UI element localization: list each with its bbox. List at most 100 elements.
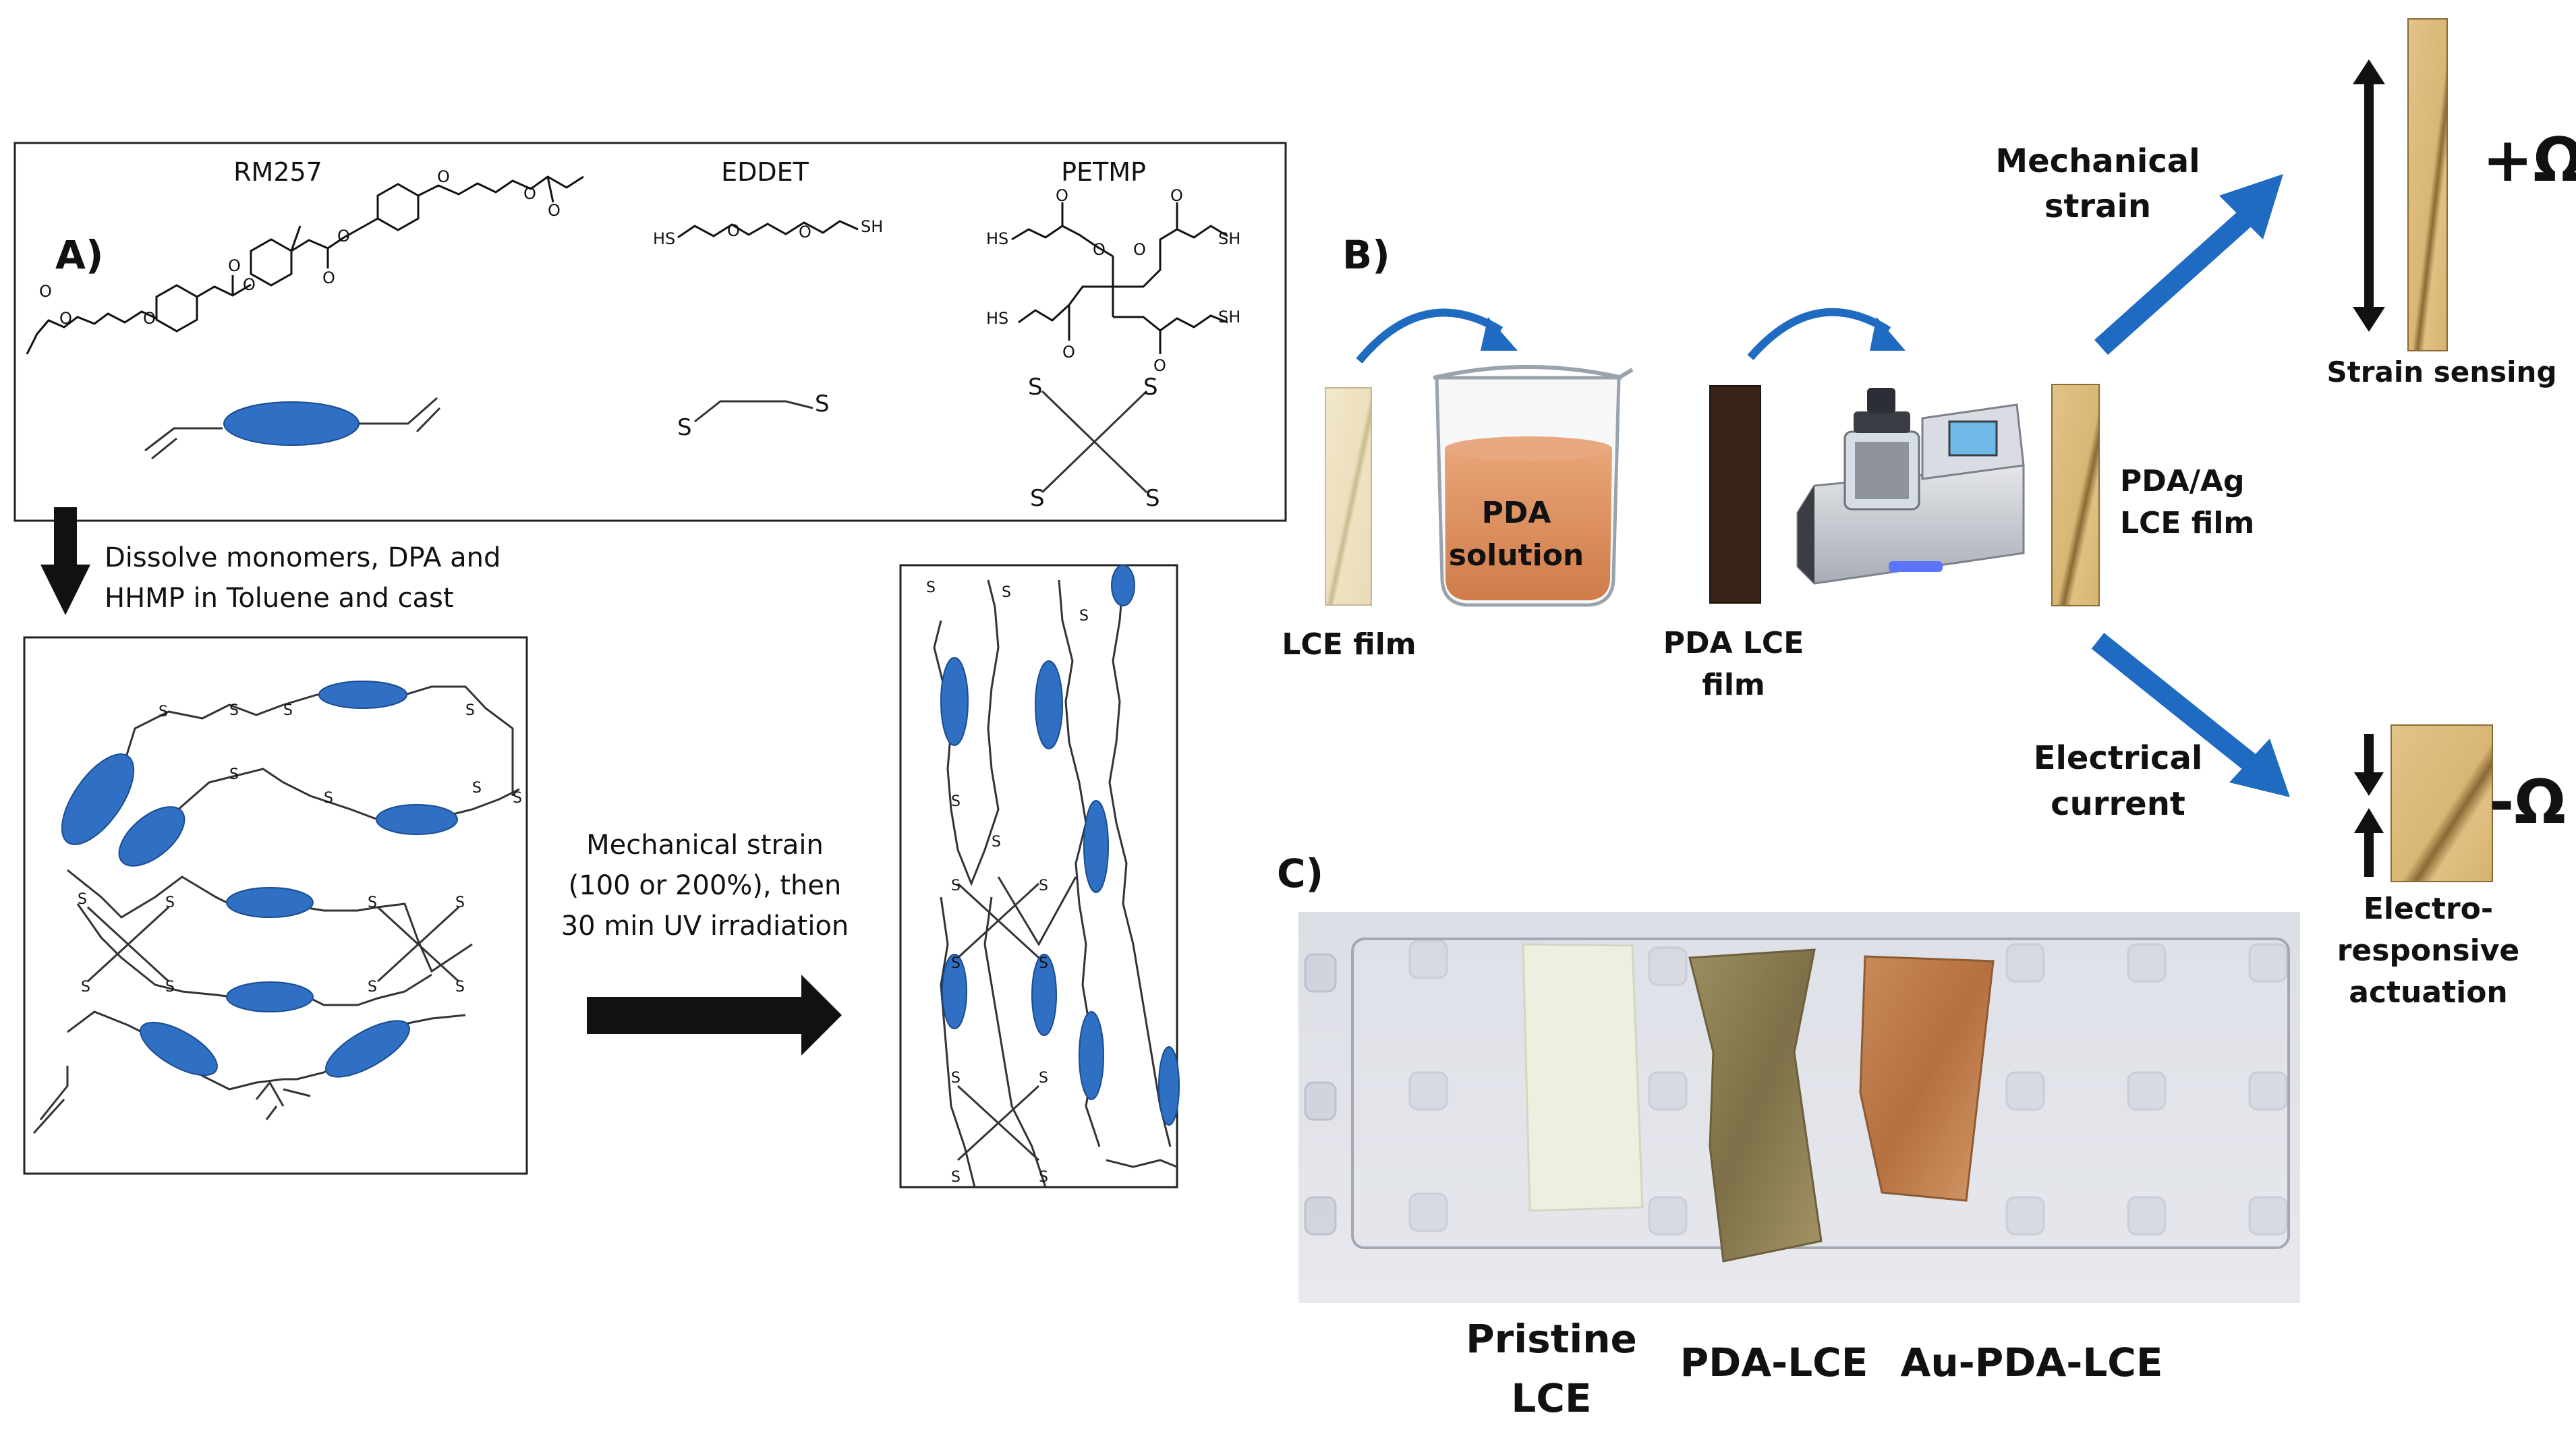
petmp-structure	[1011, 202, 1228, 354]
panel-b-label: B)	[1342, 232, 1390, 278]
rm257-structure	[26, 175, 584, 355]
svg-text:S: S	[455, 894, 465, 911]
svg-text:S: S	[455, 979, 465, 996]
svg-text:O: O	[1170, 186, 1183, 205]
svg-text:S: S	[283, 702, 293, 719]
pda-lce-sample	[1688, 948, 1823, 1263]
unstrained-network-box	[23, 636, 528, 1175]
svg-text:O: O	[799, 223, 811, 241]
monomer-name-petmp: PETMP	[1061, 157, 1146, 187]
beaker-icon	[1433, 365, 1634, 607]
elec-current-line2: current	[2051, 785, 2185, 823]
svg-text:O: O	[228, 256, 241, 275]
svg-text:S: S	[78, 891, 87, 908]
panel-a: A) RM257 EDDET PETMP O O O O O O O	[13, 142, 1287, 1188]
svg-text:HS: HS	[986, 229, 1008, 248]
svg-text:S: S	[165, 894, 175, 911]
down-arrow	[40, 507, 90, 615]
petmp-cartoon: S S S S	[1028, 374, 1160, 512]
eddet-atoms: HS O O SH	[653, 217, 883, 248]
svg-text:S: S	[229, 766, 239, 783]
svg-text:O: O	[1056, 186, 1068, 205]
unstrained-mesogens	[61, 681, 458, 1078]
lce-film	[1325, 387, 1372, 606]
minus-ohm: -Ω	[2489, 767, 2566, 838]
svg-text:S: S	[951, 955, 961, 972]
svg-text:S: S	[368, 894, 377, 911]
right-arrow	[587, 975, 842, 1056]
strained-network-box	[899, 564, 1178, 1188]
svg-text:S: S	[992, 834, 1001, 851]
sample-label-pda-lce: PDA-LCE	[1680, 1340, 1868, 1385]
svg-text:S: S	[229, 702, 239, 719]
svg-text:S: S	[324, 790, 333, 807]
eddet-structure	[677, 220, 859, 239]
elec-current-line1: Electrical	[2034, 739, 2203, 777]
step2-text-line3: 30 min UV irradiation	[561, 911, 849, 942]
step1-text-line1: Dissolve monomers, DPA and	[105, 542, 500, 573]
svg-text:O: O	[1093, 240, 1106, 259]
curved-arrow-1	[1356, 308, 1504, 364]
svg-text:S: S	[81, 979, 90, 996]
svg-text:HS: HS	[653, 229, 675, 248]
double-arrow-vertical	[2353, 59, 2385, 332]
petmp-atoms: HS SH HS SH O O O O O O	[986, 186, 1240, 375]
svg-text:O: O	[727, 221, 740, 240]
svg-text:S: S	[1030, 485, 1045, 512]
plus-ohm: +Ω	[2482, 125, 2576, 196]
pda-solution-line1: PDA	[1482, 496, 1551, 530]
pda-solution-line2: solution	[1449, 538, 1584, 573]
svg-text:S: S	[951, 793, 961, 810]
svg-text:S: S	[1039, 955, 1048, 972]
sample-label-pristine-line1: Pristine	[1466, 1316, 1637, 1362]
svg-text:SH: SH	[861, 217, 883, 236]
svg-text:O: O	[337, 227, 350, 246]
svg-text:O: O	[1062, 343, 1075, 362]
svg-text:S: S	[465, 702, 475, 719]
pristine-lce-sample	[1522, 943, 1644, 1212]
strain-sensing-label: Strain sensing	[2326, 355, 2556, 389]
svg-text:S: S	[1143, 374, 1158, 401]
contracted-film	[2391, 724, 2493, 882]
svg-text:O: O	[548, 201, 561, 220]
pda-ag-lce-film	[2051, 384, 2100, 606]
pda-ag-line1: PDA/Ag	[2120, 464, 2244, 498]
pda-lce-film-line2: film	[1702, 668, 1765, 702]
mech-strain-line2: strain	[2044, 188, 2151, 225]
monomer-name-eddet: EDDET	[721, 157, 809, 187]
electro-line1: Electro-	[2364, 892, 2493, 926]
svg-text:O: O	[523, 184, 536, 203]
svg-text:HS: HS	[986, 309, 1008, 328]
svg-text:S: S	[165, 979, 175, 996]
svg-text:S: S	[1002, 584, 1011, 601]
lce-film-label: LCE film	[1282, 627, 1416, 662]
monomer-box	[13, 142, 1287, 522]
sample-photo	[1298, 912, 2300, 1303]
svg-text:S: S	[677, 414, 692, 441]
svg-text:S: S	[926, 579, 936, 596]
curved-arrow-2	[1747, 308, 1891, 360]
svg-text:S: S	[513, 790, 522, 807]
pda-lce-film-line1: PDA LCE	[1663, 626, 1804, 660]
eddet-cartoon: S S	[677, 391, 830, 441]
arrow-to-strain	[2094, 174, 2283, 355]
step2-text-line2: (100 or 200%), then	[569, 870, 842, 901]
sample-label-pristine-line2: LCE	[1511, 1375, 1591, 1421]
electro-line3: actuation	[2349, 975, 2508, 1010]
pda-ag-line2: LCE film	[2120, 506, 2254, 540]
rm257-atoms: O O O O O O O O O O	[39, 167, 561, 328]
svg-text:S: S	[1039, 1169, 1048, 1186]
svg-text:S: S	[1039, 878, 1048, 894]
svg-text:O: O	[437, 167, 450, 186]
svg-text:O: O	[143, 309, 156, 328]
svg-text:S: S	[1028, 374, 1043, 401]
svg-text:S: S	[368, 979, 377, 996]
step1-text-line2: HHMP in Toluene and cast	[105, 583, 454, 614]
strained-mesogens	[940, 565, 1180, 1126]
svg-text:S: S	[951, 878, 961, 894]
monomer-name-rm257: RM257	[233, 157, 322, 187]
panel-a-label: A)	[55, 232, 103, 278]
mech-strain-line1: Mechanical	[1995, 142, 2200, 180]
panel-c-label: C)	[1277, 851, 1323, 896]
